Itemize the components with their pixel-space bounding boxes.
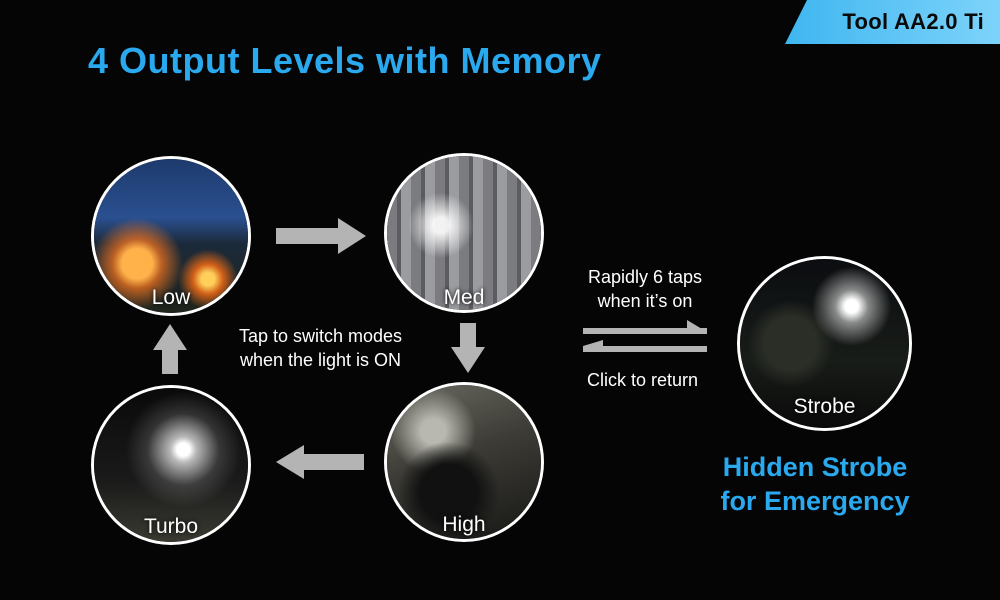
hidden-strobe-line1: Hidden Strobe bbox=[722, 452, 908, 482]
strobe-photo bbox=[740, 259, 909, 428]
page-title: 4 Output Levels with Memory bbox=[88, 40, 602, 81]
mode-low-circle: Low bbox=[91, 156, 251, 316]
vehicle-repair-photo bbox=[387, 385, 541, 539]
mode-low-label: Low bbox=[151, 286, 191, 309]
product-name: Tool AA2.0 Ti bbox=[842, 9, 984, 34]
arrow-right-icon bbox=[276, 218, 366, 254]
arrow-up-icon bbox=[153, 324, 187, 374]
arrow-back-icon bbox=[583, 340, 707, 360]
electrical-panel-photo bbox=[387, 156, 541, 310]
strobe-enter-caption: Rapidly 6 taps when it’s on bbox=[565, 265, 725, 313]
hidden-strobe-heading: Hidden Strobe for Emergency bbox=[700, 450, 930, 518]
mode-strobe-label: Strobe bbox=[793, 395, 856, 418]
mode-med-label: Med bbox=[443, 286, 485, 309]
mode-high-circle: High bbox=[384, 382, 544, 542]
camping-photo bbox=[94, 159, 248, 313]
mode-turbo-circle: Turbo bbox=[91, 385, 251, 545]
arrow-down-icon bbox=[451, 323, 485, 373]
mode-strobe-circle: Strobe bbox=[737, 256, 912, 431]
mode-med-circle: Med bbox=[384, 153, 544, 313]
night-beam-photo bbox=[94, 388, 248, 542]
strobe-enter-line1: Rapidly 6 taps bbox=[587, 267, 703, 287]
product-badge: Tool AA2.0 Ti bbox=[785, 0, 1000, 44]
mode-high-label: High bbox=[442, 513, 486, 536]
cycle-caption: Tap to switch modes when the light is ON bbox=[218, 324, 423, 372]
arrow-forward-icon bbox=[583, 320, 707, 340]
strobe-exit-caption: Click to return bbox=[586, 370, 699, 390]
hidden-strobe-line2: for Emergency bbox=[720, 486, 910, 516]
strobe-enter-line2: when it’s on bbox=[597, 291, 693, 311]
mode-turbo-label: Turbo bbox=[143, 515, 199, 538]
cycle-caption-line1: Tap to switch modes bbox=[238, 326, 403, 346]
cycle-caption-line2: when the light is ON bbox=[239, 350, 402, 370]
arrow-left-icon bbox=[276, 445, 364, 479]
